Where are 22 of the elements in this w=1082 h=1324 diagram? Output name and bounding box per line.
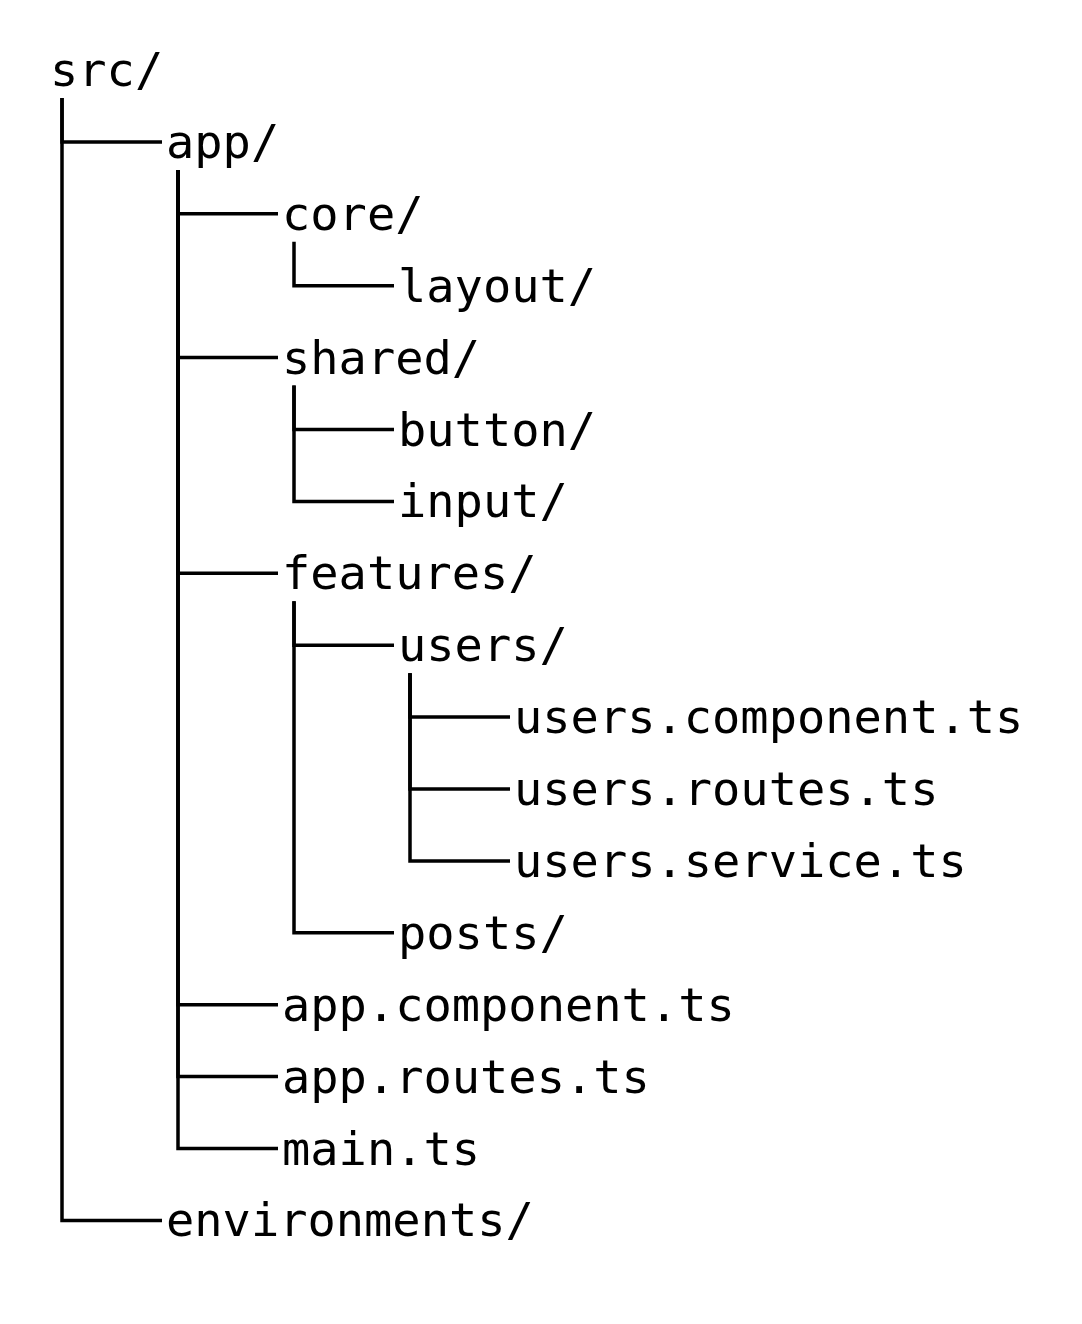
folder-name: users.component.ts (514, 689, 1024, 746)
folder-name: users.routes.ts (514, 761, 939, 817)
folder-name: features/ (282, 545, 537, 602)
folder-name: users.service.ts (514, 832, 967, 889)
folder-name: src/ (50, 42, 164, 98)
tree-connector (60, 98, 162, 1223)
tree-connector (292, 385, 394, 504)
folder-name: app.routes.ts (282, 1048, 650, 1105)
folder-name: environments/ (166, 1192, 534, 1249)
folder-name: main.ts (282, 1120, 481, 1177)
folder-name: input/ (398, 473, 568, 530)
folder-name: button/ (398, 401, 597, 458)
tree-connector (292, 601, 394, 935)
folder-name: core/ (282, 185, 424, 242)
folder-name: layout/ (398, 257, 597, 314)
folder-name: shared/ (282, 329, 481, 386)
folder-name: users/ (398, 617, 568, 674)
tree-connector (292, 241, 394, 288)
tree-connector (408, 673, 510, 863)
folder-name: app.component.ts (282, 976, 735, 1033)
folder-name: app/ (166, 113, 280, 170)
folder-name: posts/ (398, 904, 568, 961)
